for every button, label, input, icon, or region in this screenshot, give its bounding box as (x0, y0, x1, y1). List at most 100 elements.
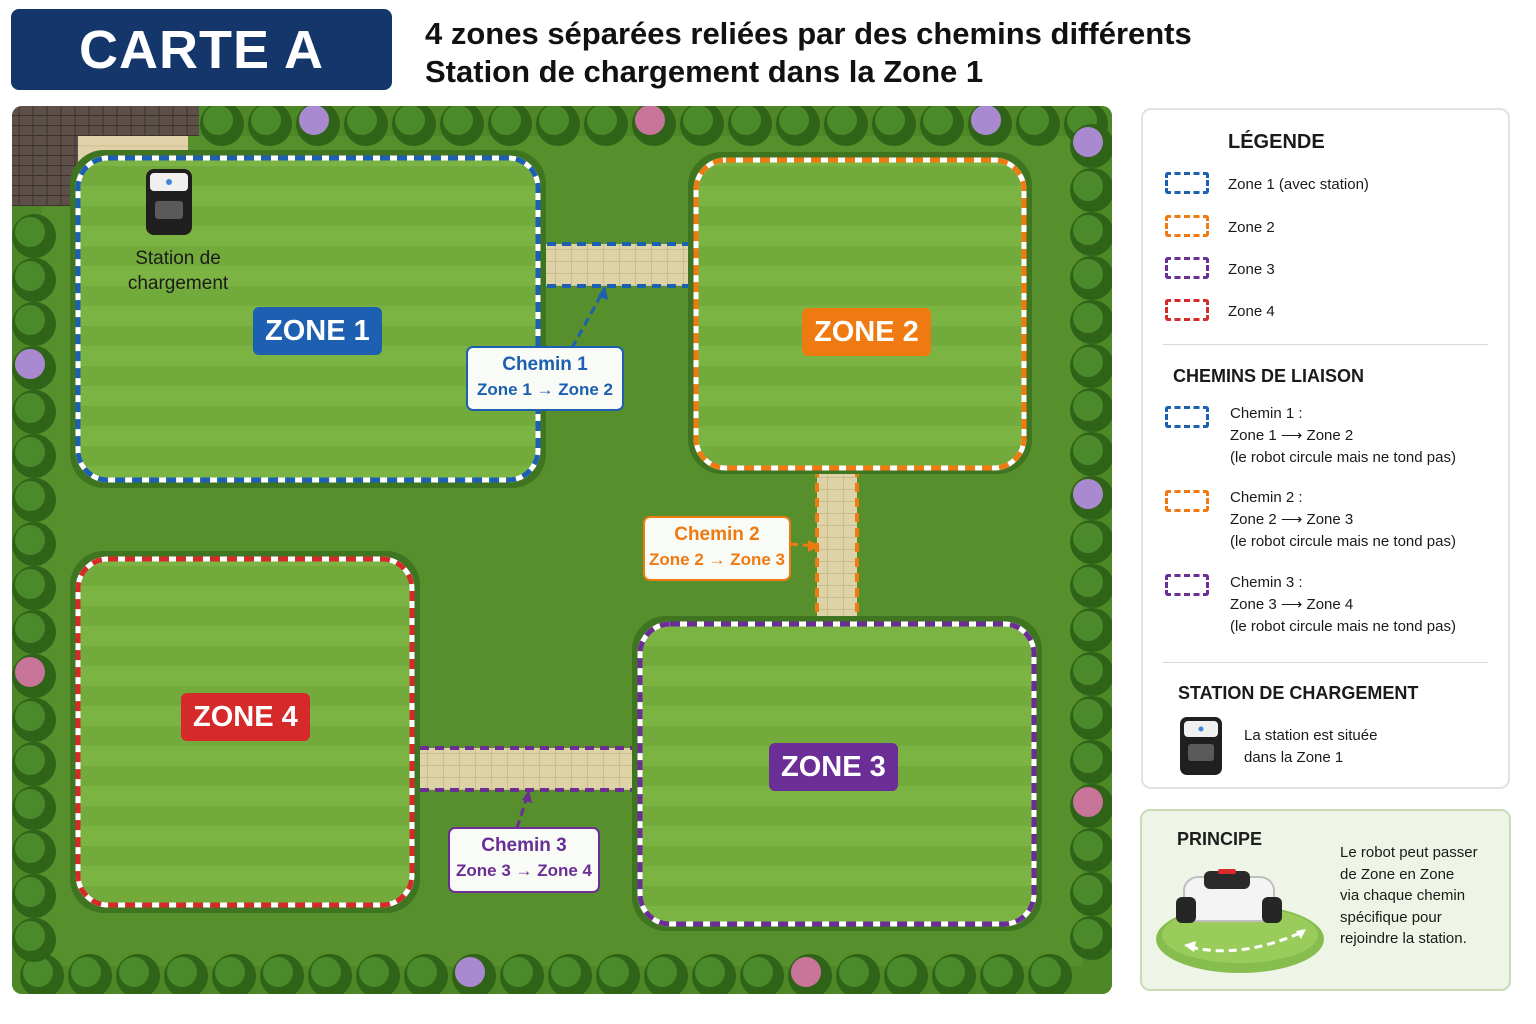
tree-icon (584, 106, 628, 146)
map-title: CARTE A (79, 19, 324, 80)
chemin-1-title: Chemin 1 (502, 354, 588, 375)
flowering-bush-icon (788, 954, 832, 994)
tree-icon (740, 954, 784, 994)
charging-station-icon (146, 169, 192, 235)
tree-icon (1070, 520, 1112, 564)
flowering-bush-icon (1070, 476, 1112, 520)
legend-chemin-1-swatch (1165, 406, 1209, 428)
legend-zone-4-label: Zone 4 (1228, 303, 1275, 320)
legend-station-title: STATION DE CHARGEMENT (1178, 683, 1419, 703)
zone-4-border (75, 556, 415, 908)
tree-icon (344, 106, 388, 146)
tree-icon (12, 522, 56, 566)
flowering-bush-icon (1070, 124, 1112, 168)
flowering-bush-icon (12, 654, 56, 698)
chemin-2-route: Zone 2 → Zone 3 (648, 550, 786, 569)
legend-chemin-1-name: Chemin 1 : (1230, 405, 1303, 422)
legend-zone-3-label: Zone 3 (1228, 261, 1275, 278)
chemin-1-callout: Chemin 1 Zone 1 → Zone 2 (466, 346, 624, 411)
subtitle-line-2: Station de chargement dans la Zone 1 (425, 54, 984, 89)
tree-icon (548, 954, 592, 994)
principe-line-5: rejoindre la station. (1340, 930, 1467, 948)
tree-icon (68, 954, 112, 994)
legend-zone-1-label: Zone 1 (avec station) (1228, 176, 1369, 193)
legend-chemin-3-route: Zone 3 ⟶ Zone 4 (1230, 596, 1354, 613)
principe-line-4: spécifique pour (1340, 908, 1442, 926)
chemin-3-path (405, 748, 650, 790)
tree-icon (12, 742, 56, 786)
station-caption-line-2: chargement (127, 273, 229, 294)
tree-icon (212, 954, 256, 994)
tree-icon (536, 106, 580, 146)
tree-icon (1070, 828, 1112, 872)
tree-icon (12, 830, 56, 874)
tree-icon (920, 106, 964, 146)
zone-3-label: ZONE 3 (769, 743, 898, 791)
zone-1-border (75, 155, 541, 483)
tree-icon (824, 106, 868, 146)
zone-2-label: ZONE 2 (802, 308, 931, 356)
principe-line-1: Le robot peut passer (1340, 844, 1478, 861)
tree-icon (1070, 388, 1112, 432)
tree-icon (1070, 168, 1112, 212)
legend-station-line-1: La station est située (1244, 727, 1378, 744)
tree-icon (932, 954, 976, 994)
tree-icon (1070, 432, 1112, 476)
tree-icon (116, 954, 160, 994)
chemin-3-route: Zone 3 → Zone 4 (455, 861, 593, 880)
tree-icon (12, 698, 56, 742)
tree-icon (392, 106, 436, 146)
tree-icon (12, 478, 56, 522)
legend-chemin-2-swatch (1165, 490, 1209, 512)
tree-icon (1070, 300, 1112, 344)
flowering-bush-icon (296, 106, 340, 146)
tree-icon (1070, 740, 1112, 784)
legend-chemin-2-note: (le robot circule mais ne tond pas) (1230, 533, 1456, 550)
chemin-1-arrow (570, 287, 607, 349)
tree-icon (1070, 608, 1112, 652)
legend-zone-2-label: Zone 2 (1228, 219, 1275, 236)
tree-icon (12, 434, 56, 478)
tree-icon (260, 954, 304, 994)
tree-icon (872, 106, 916, 146)
tree-icon (12, 566, 56, 610)
legend-chemin-2-name: Chemin 2 : (1230, 489, 1303, 506)
tree-icon (884, 954, 928, 994)
tree-icon (1070, 916, 1112, 960)
tree-icon (12, 874, 56, 918)
chemin-3-callout: Chemin 3 Zone 3 → Zone 4 (448, 827, 600, 893)
flowering-bush-icon (1070, 784, 1112, 828)
tree-icon (356, 954, 400, 994)
garden-map: Station de chargement ZONE 1 ZONE 2 ZONE… (12, 106, 1112, 994)
legend-separator-2 (1163, 662, 1488, 663)
principe-line-3: via chaque chemin (1340, 887, 1466, 905)
legend-chemin-3-swatch (1165, 574, 1209, 596)
chemin-3-arrowhead (522, 790, 532, 803)
legend-chemin-1-route: Zone 1 ⟶ Zone 2 (1230, 427, 1354, 444)
legend-paths-title: CHEMINS DE LIAISON (1173, 366, 1365, 386)
chemin-2-path (817, 468, 857, 623)
tree-icon (164, 954, 208, 994)
tree-icon (488, 106, 532, 146)
tree-icon (248, 106, 292, 146)
chemin-2-arrowhead (808, 540, 820, 552)
legend-chemin-3-note: (le robot circule mais ne tond pas) (1230, 618, 1456, 635)
subtitle-line-1: 4 zones séparées reliées par des chemins… (425, 16, 1192, 51)
tree-icon (644, 954, 688, 994)
principe-title: PRINCIPE (1177, 829, 1263, 849)
tree-icon (1070, 212, 1112, 256)
tree-icon (1070, 564, 1112, 608)
chemin-3-title: Chemin 3 (481, 835, 567, 856)
legend-title: LÉGENDE (1228, 131, 1325, 153)
flowering-bush-icon (968, 106, 1012, 146)
tree-icon (1070, 872, 1112, 916)
legend-station-line-2: dans la Zone 1 (1244, 749, 1344, 766)
tree-icon (12, 258, 56, 302)
tree-icon (12, 786, 56, 830)
principe-line-2: de Zone en Zone (1340, 865, 1455, 883)
legend-chemin-2-route: Zone 2 ⟶ Zone 3 (1230, 511, 1354, 528)
zone-1-label: ZONE 1 (253, 307, 382, 355)
map-title-badge: CARTE A (11, 9, 392, 90)
zone-3-border (637, 621, 1037, 927)
